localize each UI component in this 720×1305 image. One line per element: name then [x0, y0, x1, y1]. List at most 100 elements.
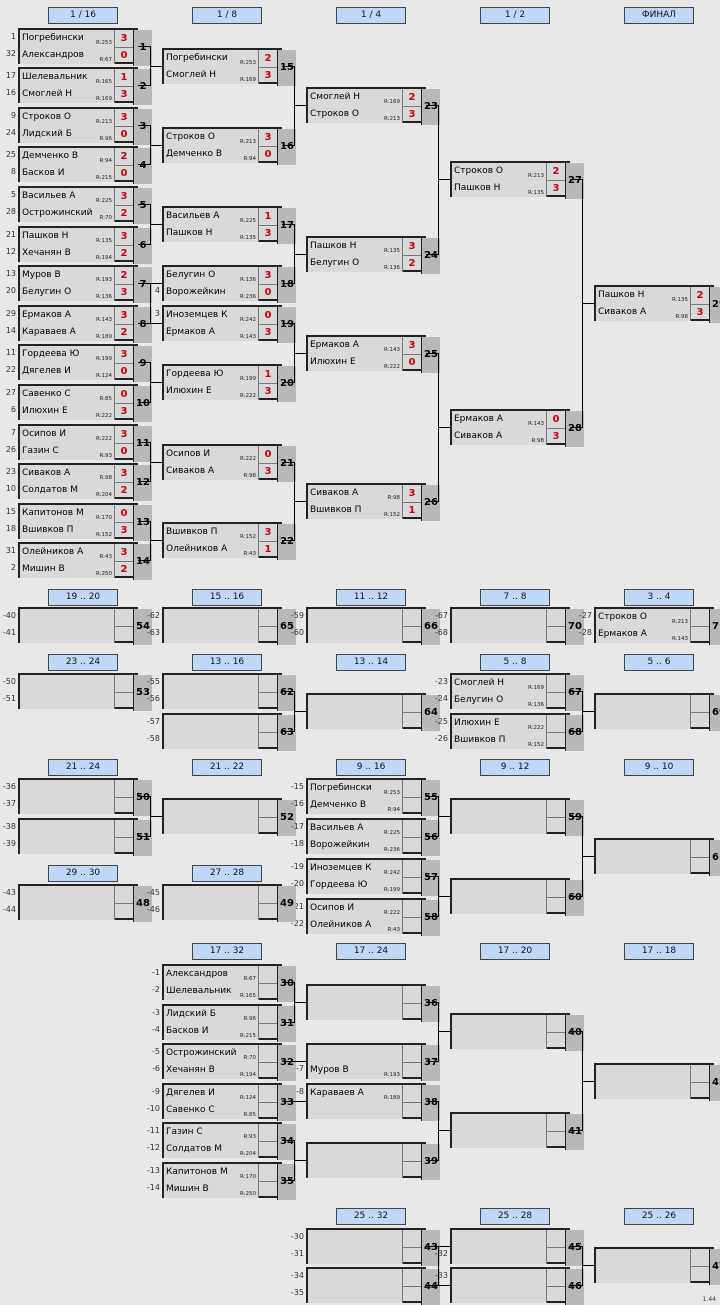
player-slot[interactable] [20, 780, 114, 798]
match-box[interactable]: 40 [450, 1013, 584, 1051]
player-slot[interactable] [20, 837, 114, 854]
match-box[interactable]: 66 [306, 607, 440, 645]
player-slot[interactable] [452, 1286, 546, 1303]
player-slot[interactable] [452, 1032, 546, 1049]
player-slot[interactable] [164, 903, 258, 920]
player-slot[interactable] [164, 886, 258, 904]
match-box[interactable]: 43 [306, 1228, 440, 1266]
match-box[interactable]: 49 [162, 884, 296, 922]
player-slot[interactable] [452, 1015, 546, 1033]
match-box[interactable]: 53 [18, 673, 152, 711]
player-slot[interactable] [308, 609, 402, 627]
player-slot[interactable] [20, 675, 114, 693]
match-box[interactable]: 47 [594, 1247, 720, 1285]
player-slot[interactable] [20, 903, 114, 920]
player-slot[interactable] [164, 715, 258, 733]
player-slot[interactable] [308, 1045, 402, 1063]
player-slot[interactable] [596, 1249, 690, 1267]
player-slot[interactable] [452, 897, 546, 914]
player-slot[interactable] [164, 800, 258, 818]
match-box[interactable]: 36 [306, 984, 440, 1022]
player-slot[interactable] [452, 1131, 546, 1148]
player-slot[interactable] [308, 1161, 402, 1178]
player-slot[interactable] [308, 1144, 402, 1162]
match-box[interactable]: 62 [162, 673, 296, 711]
player-slot[interactable] [452, 1114, 546, 1132]
match-box[interactable]: 54 [18, 607, 152, 645]
match-box[interactable]: 46 [450, 1267, 584, 1305]
player-slot[interactable] [596, 695, 690, 713]
player-slot[interactable] [452, 817, 546, 834]
match-box[interactable]: 60 [450, 878, 584, 916]
player-slot[interactable] [20, 797, 114, 814]
player-slot[interactable] [20, 692, 114, 709]
match-box[interactable]: 48 [18, 884, 152, 922]
match-box[interactable]: 52 [162, 798, 296, 836]
